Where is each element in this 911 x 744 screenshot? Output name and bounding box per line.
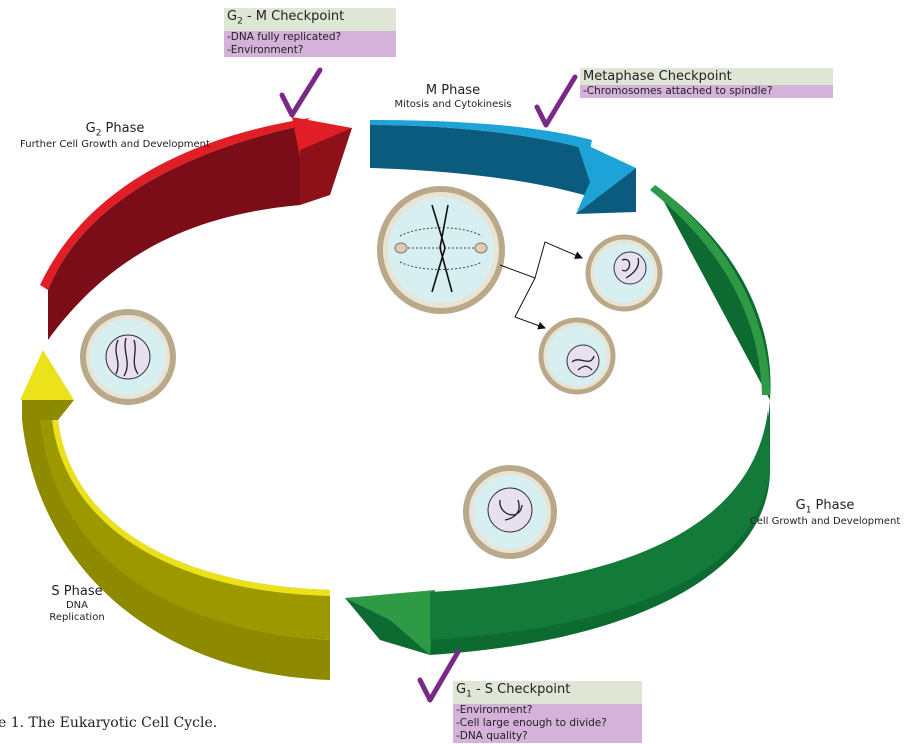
g2m-check-icon <box>279 67 323 118</box>
g1s-check-icon <box>417 649 461 703</box>
g1-cell-icon <box>463 465 557 559</box>
g1-phase-title: G1 Phase <box>795 498 855 516</box>
metaphase-check-icon <box>534 74 578 128</box>
division-arrow-icon <box>499 241 583 330</box>
g1s-checkpoint-item: -Cell large enough to divide? <box>453 716 642 730</box>
g2m-checkpoint-item: -Environment? <box>224 43 396 57</box>
g1-phase-subtitle: Cell Growth and Development <box>749 516 901 528</box>
s-phase-title: S Phase <box>51 584 103 599</box>
g2-phase-arrow <box>40 117 352 340</box>
g1s-checkpoint-item: -DNA quality? <box>453 729 642 743</box>
mitosis-cell-icon <box>377 186 505 314</box>
m-phase-arrow <box>370 120 636 214</box>
daughter-cell-bottom-icon <box>538 317 616 395</box>
g1s-checkpoint-box: G1 - S Checkpoint -Environment? -Cell la… <box>453 681 642 743</box>
metaphase-checkpoint-title: Metaphase Checkpoint <box>580 68 833 85</box>
m-phase-label: M Phase Mitosis and Cytokinesis <box>393 83 513 111</box>
g2-phase-title: G2 Phase <box>85 121 145 139</box>
g2m-checkpoint-title: G2 - M Checkpoint <box>224 8 396 31</box>
m-phase-subtitle: Mitosis and Cytokinesis <box>394 98 512 110</box>
s-phase-subtitle: DNA Replication <box>49 599 105 623</box>
g1s-checkpoint-item: -Environment? <box>453 703 642 717</box>
g2-phase-label: G2 Phase Further Cell Growth and Develop… <box>5 121 225 151</box>
g1-phase-arrow <box>345 185 771 655</box>
s-phase-arrow <box>20 350 330 680</box>
figure-caption: e 1. The Eukaryotic Cell Cycle. <box>0 715 218 731</box>
m-phase-title: M Phase <box>425 83 481 98</box>
metaphase-checkpoint-item: -Chromosomes attached to spindle? <box>580 85 833 98</box>
g1-phase-label: G1 Phase Cell Growth and Development <box>740 498 910 528</box>
g2-phase-subtitle: Further Cell Growth and Development <box>20 139 210 151</box>
g1s-checkpoint-title: G1 - S Checkpoint <box>453 681 642 704</box>
g2m-checkpoint-item: -DNA fully replicated? <box>224 30 396 44</box>
g2m-checkpoint-box: G2 - M Checkpoint -DNA fully replicated?… <box>224 8 396 57</box>
g2-cell-icon <box>80 309 176 405</box>
daughter-cell-top-icon <box>585 234 663 312</box>
metaphase-checkpoint-box: Metaphase Checkpoint -Chromosomes attach… <box>580 68 833 98</box>
s-phase-label: S Phase DNA Replication <box>37 584 117 624</box>
